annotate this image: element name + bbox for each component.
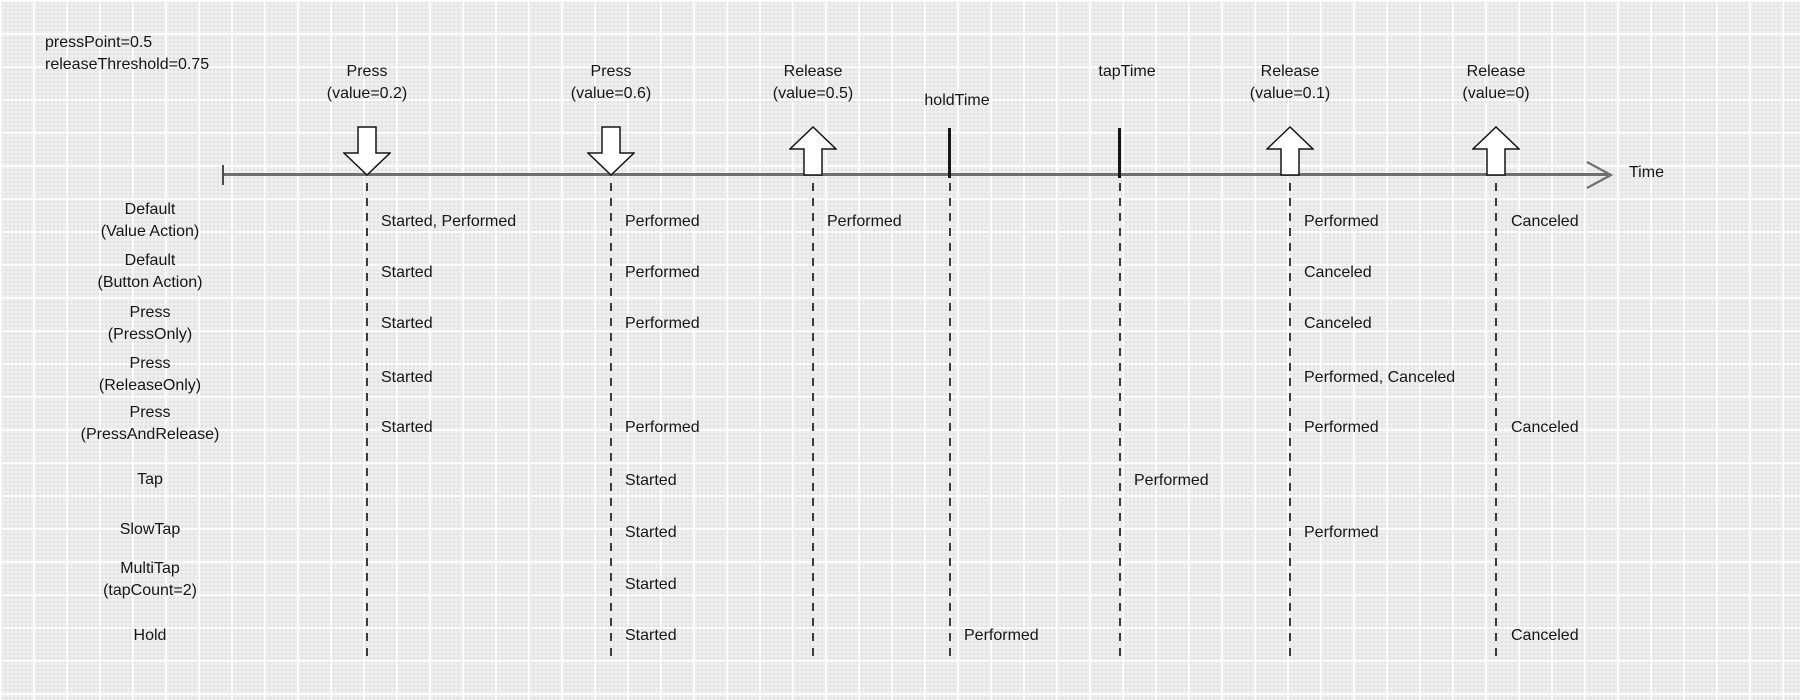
release-up-arrow-icon [1472, 126, 1520, 176]
dashed-line-e1 [366, 183, 368, 663]
dashed-line-e7 [1495, 183, 1497, 663]
timeline-cell: Performed [625, 315, 700, 332]
press-down-arrow-icon [587, 126, 635, 176]
row-label-default-button-action: Default (Button Action) [30, 250, 270, 294]
config-release-threshold: releaseThreshold=0.75 [45, 56, 210, 73]
row-label-line1: Press [129, 355, 171, 372]
dashed-line-e3 [812, 183, 814, 663]
event-label-line1: Press [346, 63, 388, 80]
event-label-release-0.1: Release (value=0.1) [1250, 61, 1331, 105]
timeline-cell: Canceled [1304, 264, 1372, 281]
timeline-cell: Performed [1304, 419, 1379, 436]
row-label-line1: Default [124, 252, 176, 269]
event-label-line2: (value=0) [1462, 85, 1530, 102]
event-label-line2: (value=0.5) [772, 85, 854, 102]
timeline-arrowhead-icon [1586, 161, 1614, 189]
row-label-line2: (ReleaseOnly) [98, 377, 202, 394]
holdtime-tick [948, 128, 951, 178]
row-label-line1: Press [129, 404, 171, 421]
row-label-line2: (PressOnly) [107, 326, 193, 343]
event-label-release-0.5: Release (value=0.5) [773, 61, 854, 105]
row-label-tap: Tap [137, 471, 163, 488]
timeline-cell: Performed [625, 419, 700, 436]
event-label-holdtime: holdTime [924, 92, 990, 109]
timeline-cell: Canceled [1304, 315, 1372, 332]
timeline-cell: Started [625, 627, 677, 644]
row-label-line2: (Button Action) [97, 274, 203, 291]
dashed-line-e2 [610, 183, 612, 663]
timeline-cell: Performed [625, 264, 700, 281]
event-label-line1: Press [590, 63, 632, 80]
timeline-cell: Started [625, 576, 677, 593]
event-label-line1: Release [783, 63, 843, 80]
event-label-release-0: Release (value=0) [1462, 61, 1529, 105]
row-label-line1: Default [124, 201, 176, 218]
row-label-line2: (Value Action) [100, 223, 200, 240]
timeline-cell: Performed [964, 627, 1039, 644]
timeline-cell: Performed [827, 213, 902, 230]
timeline-cell: Started [381, 419, 433, 436]
row-label-multitap: MultiTap (tapCount=2) [30, 558, 270, 602]
release-up-arrow-icon [1266, 126, 1314, 176]
timeline-cell: Started, Performed [381, 213, 517, 230]
timeline-cell: Started [625, 524, 677, 541]
config-press-point: pressPoint=0.5 [45, 34, 153, 51]
timeline-cell: Performed [1304, 213, 1379, 230]
timeline-cell: Canceled [1511, 627, 1579, 644]
taptime-tick [1118, 128, 1121, 178]
dashed-line-e6 [1289, 183, 1291, 663]
timeline-cell: Performed [625, 213, 700, 230]
timeline-cell: Performed, Canceled [1304, 369, 1456, 386]
event-label-line1: Release [1466, 63, 1526, 80]
row-label-press-pressandrelease: Press (PressAndRelease) [30, 402, 270, 446]
timeline-cell: Performed [1304, 524, 1379, 541]
timeline-cell: Started [381, 369, 433, 386]
timeline-start-tick [222, 165, 224, 185]
row-label-default-value-action: Default (Value Action) [30, 199, 270, 243]
dashed-line-e5 [1119, 183, 1121, 663]
event-label-line1: Release [1260, 63, 1320, 80]
row-label-line2: (PressAndRelease) [80, 426, 220, 443]
row-label-line1: Press [129, 304, 171, 321]
row-label-line1: MultiTap [120, 560, 180, 577]
event-label-line2: (value=0.1) [1249, 85, 1331, 102]
timeline-axis [224, 173, 1608, 176]
row-label-slowtap: SlowTap [119, 521, 181, 538]
row-label-hold: Hold [133, 627, 167, 644]
timeline-cell: Canceled [1511, 213, 1579, 230]
row-label-line2: (tapCount=2) [103, 582, 197, 599]
timeline-cell: Started [381, 264, 433, 281]
timeline-cell: Started [381, 315, 433, 332]
event-label-taptime: tapTime [1098, 63, 1156, 80]
timeline-cell: Canceled [1511, 419, 1579, 436]
press-down-arrow-icon [343, 126, 391, 176]
release-up-arrow-icon [789, 126, 837, 176]
event-label-line2: (value=0.2) [326, 85, 408, 102]
timeline-cell: Started [625, 472, 677, 489]
timeline-cell: Performed [1134, 472, 1209, 489]
time-axis-label: Time [1629, 164, 1664, 181]
event-label-press-0.2: Press (value=0.2) [327, 61, 408, 105]
row-label-press-pressonly: Press (PressOnly) [30, 302, 270, 346]
event-label-press-0.6: Press (value=0.6) [571, 61, 652, 105]
dashed-line-e4 [949, 183, 951, 663]
row-label-press-releaseonly: Press (ReleaseOnly) [30, 353, 270, 397]
event-label-line2: (value=0.6) [570, 85, 652, 102]
